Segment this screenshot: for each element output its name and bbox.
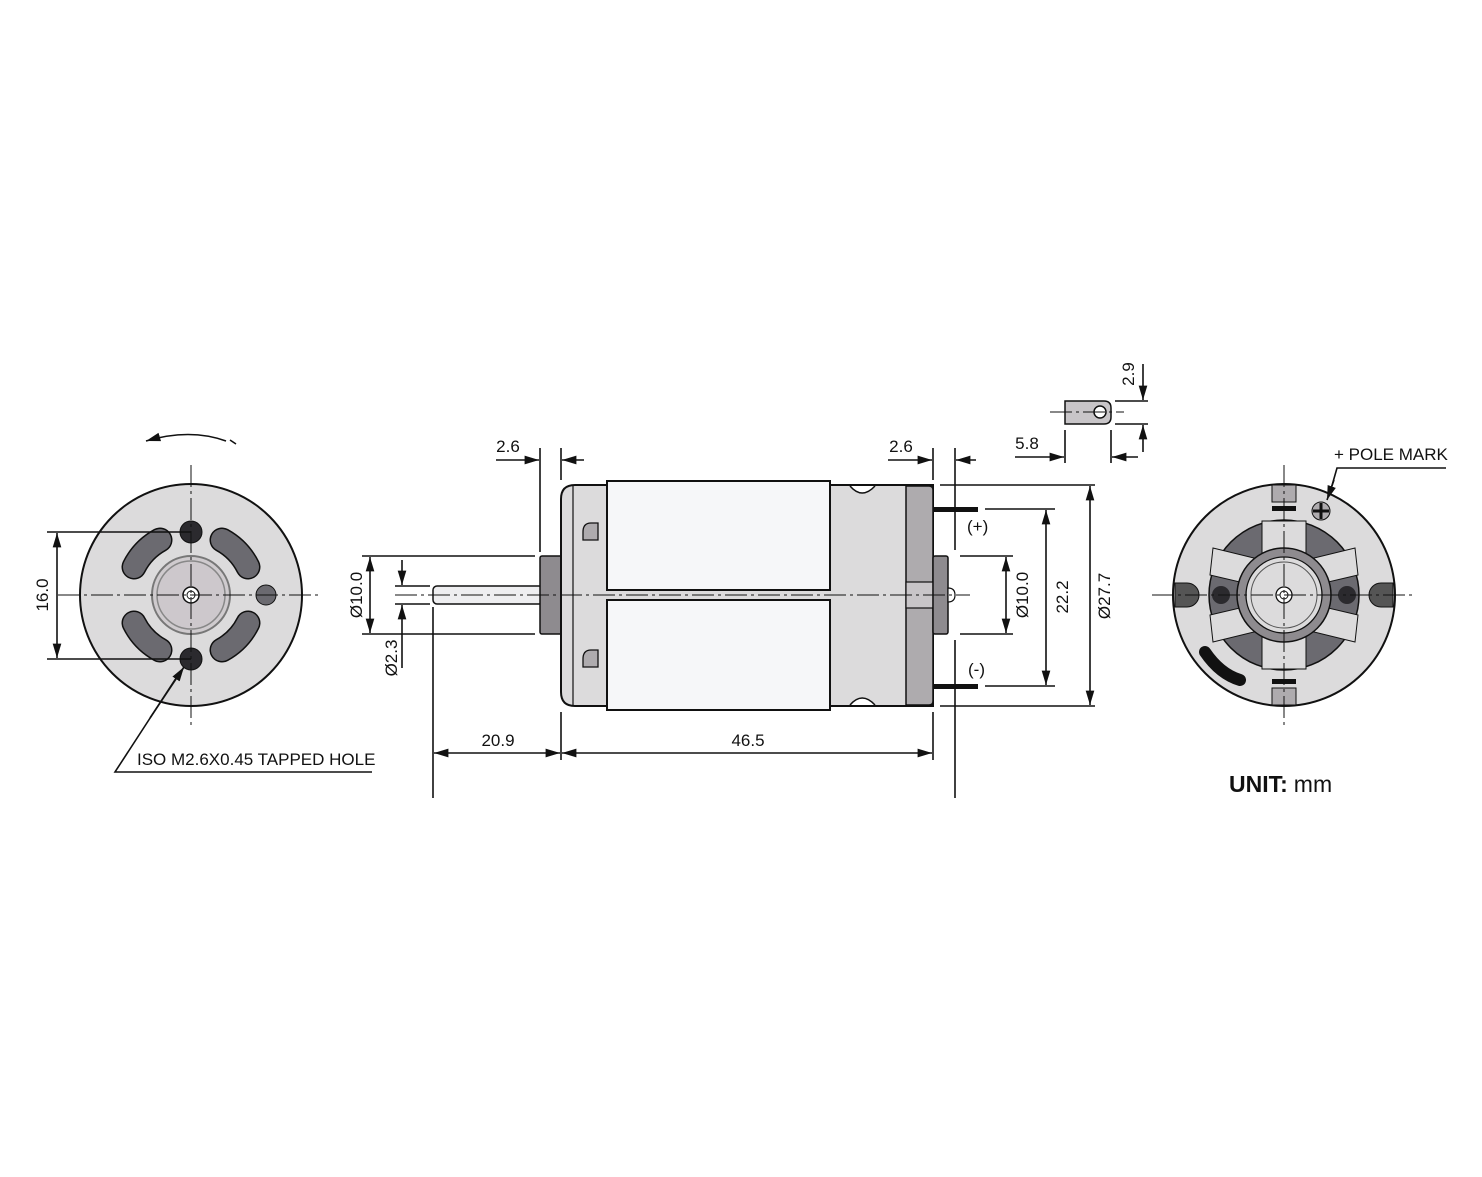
- unit-label: UNIT:: [1229, 771, 1288, 797]
- dim-body-diameter: Ø27.7: [1095, 573, 1114, 619]
- unit-note: UNIT:mm: [1229, 771, 1332, 797]
- terminal-tab-detail: 2.9 5.8: [1015, 362, 1148, 463]
- side-view: (+) (-) 2.6 2.6 Ø10.0 Ø2.3: [347, 362, 1148, 798]
- magnet-top: [606, 480, 831, 591]
- dim-body-length: 46.5: [731, 731, 764, 750]
- dim-rear-boss-length: 2.6: [889, 437, 913, 456]
- svg-text:UNIT:mm: UNIT:mm: [1229, 771, 1332, 797]
- rear-view: + POLE MARK: [1152, 445, 1449, 728]
- tapped-hole-note: ISO M2.6X0.45 TAPPED HOLE: [137, 750, 375, 769]
- dim-shaft-length: 20.9: [481, 731, 514, 750]
- dim-terminal-height: 2.9: [1119, 362, 1138, 386]
- dim-front-boss-diameter: Ø10.0: [347, 572, 366, 618]
- dim-rear-boss-diameter: Ø10.0: [1013, 572, 1032, 618]
- dim-hole-spacing: 16.0: [33, 578, 52, 611]
- front-view: 16.0 ISO M2.6X0.45 TAPPED HOLE: [33, 432, 375, 773]
- dim-terminal-width: 5.8: [1015, 434, 1039, 453]
- pole-mark-label: + POLE MARK: [1334, 445, 1449, 464]
- label-terminal-negative: (-): [968, 660, 985, 679]
- vent-slots: [121, 527, 261, 663]
- rotation-direction-arrow: [145, 432, 227, 442]
- dim-terminal-spacing: 22.2: [1053, 580, 1072, 613]
- unit-value: mm: [1294, 771, 1332, 797]
- label-terminal-positive: (+): [967, 517, 988, 536]
- dim-front-boss-length: 2.6: [496, 437, 520, 456]
- dim-shaft-diameter: Ø2.3: [382, 640, 401, 677]
- magnet-bottom: [606, 599, 831, 711]
